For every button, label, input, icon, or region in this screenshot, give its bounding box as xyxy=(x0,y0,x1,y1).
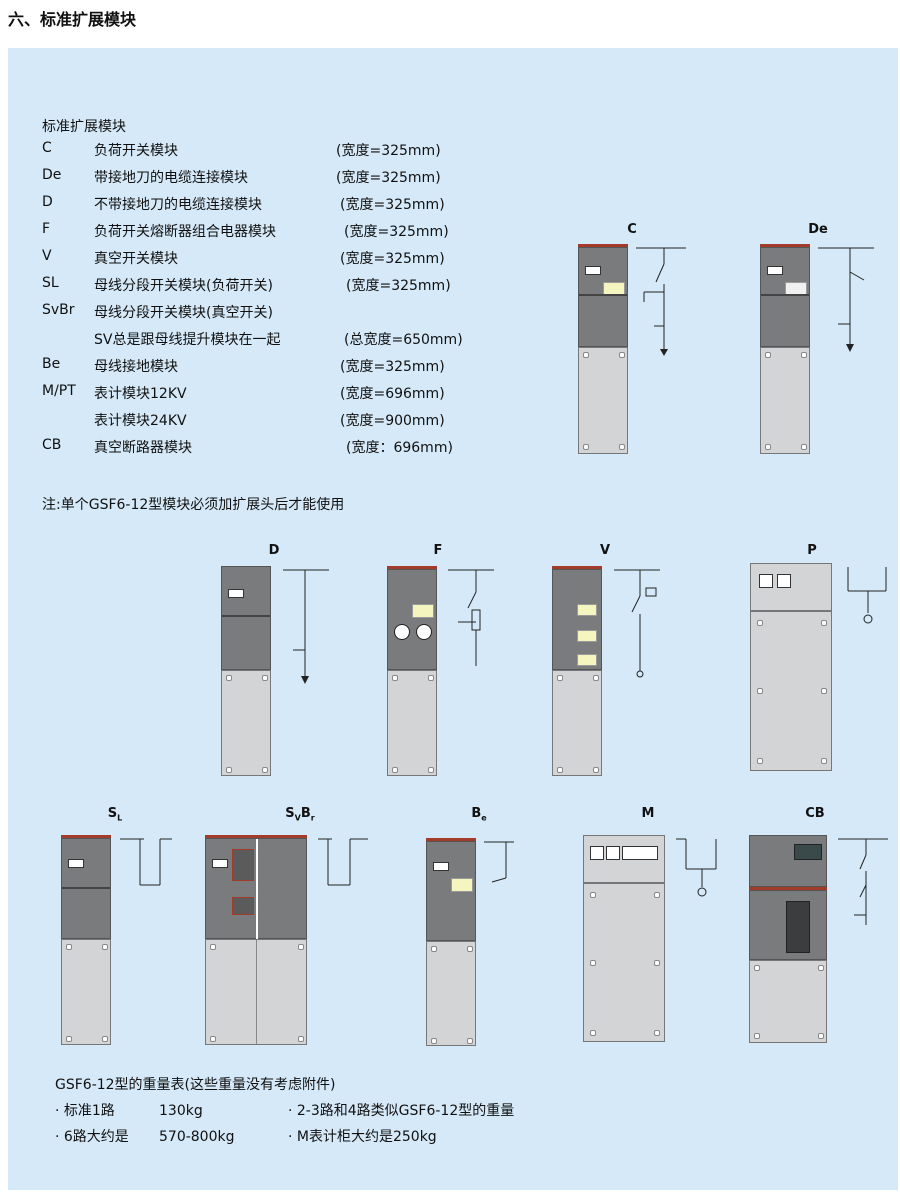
schematic-be xyxy=(484,841,514,883)
module-code: F xyxy=(42,221,51,237)
relay-display-icon xyxy=(794,844,822,860)
module-list-title-text: 标准扩展模块 xyxy=(42,119,126,135)
label-svbr-b: B xyxy=(300,806,311,821)
weight-item-4-label: · M表计柜大约是250kg xyxy=(288,1129,437,1145)
module-name: 母线分段开关模块(真空开关) xyxy=(94,305,273,321)
cabinet-m xyxy=(583,835,665,1042)
label-d: D xyxy=(268,543,280,558)
label-de: De xyxy=(808,222,828,237)
module-width: (宽度=696mm) xyxy=(340,386,445,402)
module-code: SL xyxy=(42,275,59,291)
label-v: V xyxy=(599,543,611,558)
label-sl-main: S xyxy=(107,806,118,821)
module-code: M/PT xyxy=(42,383,76,399)
label-sl: SL xyxy=(95,806,135,823)
label-c: C xyxy=(627,222,637,237)
label-be-main: B xyxy=(471,806,482,821)
module-width: (宽度=325mm) xyxy=(340,251,445,267)
weight-item-3-label: · 6路大约是 xyxy=(55,1129,129,1145)
module-width: (总宽度=650mm) xyxy=(344,332,463,348)
indicator-icon xyxy=(767,266,783,275)
weight-item-1-value: 130kg xyxy=(159,1103,203,1119)
cabinet-c xyxy=(578,244,628,454)
weight-title: GSF6-12型的重量表(这些重量没有考虑附件) xyxy=(55,1077,336,1093)
module-code: Be xyxy=(42,356,61,372)
fuse-icon xyxy=(394,624,410,640)
indicator-icon xyxy=(585,266,601,275)
cabinet-p xyxy=(750,563,832,771)
usage-note: 注:单个GSF6-12型模块必须加扩展头后才能使用 xyxy=(42,497,345,513)
module-name: 真空断路器模块 xyxy=(94,440,192,456)
module-list-title: 标准扩展模块 xyxy=(42,114,126,141)
label-svbr-v: V xyxy=(294,813,301,823)
cabinet-d xyxy=(221,566,271,776)
section-heading: 六、标准扩展模块 xyxy=(8,10,137,29)
module-code: SvBr xyxy=(42,302,75,318)
module-code: V xyxy=(42,248,52,264)
module-width: (宽度=325mm) xyxy=(346,278,451,294)
module-name: 真空开关模块 xyxy=(94,251,178,267)
schematic-m xyxy=(676,838,717,897)
label-be-sub: e xyxy=(481,813,487,823)
cabinet-be xyxy=(426,838,476,1046)
cabinet-sl xyxy=(61,835,111,1045)
label-m: M xyxy=(641,806,655,821)
module-name: 带接地刀的电缆连接模块 xyxy=(94,170,248,186)
label-be: Be xyxy=(459,806,499,823)
schematic-v xyxy=(614,569,660,678)
schematic-de xyxy=(818,247,874,352)
module-width: (宽度=325mm) xyxy=(344,224,449,240)
label-cb: CB xyxy=(805,806,825,821)
module-width: (宽度=325mm) xyxy=(340,359,445,375)
cabinet-cb xyxy=(749,835,827,1043)
label-p: P xyxy=(807,543,817,558)
cabinet-svbr xyxy=(205,835,307,1045)
module-name: 表计模块24KV xyxy=(94,413,187,429)
module-width: (宽度：696mm) xyxy=(346,440,453,456)
module-name: 负荷开关模块 xyxy=(94,143,178,159)
module-code: De xyxy=(42,167,62,183)
weight-item-2-label: · 2-3路和4路类似GSF6-12型的重量 xyxy=(288,1103,515,1119)
weight-item-1-label: · 标准1路 xyxy=(55,1103,115,1119)
cabinet-de xyxy=(760,244,810,454)
schematic-p xyxy=(847,567,887,624)
module-name: 不带接地刀的电缆连接模块 xyxy=(94,197,262,213)
label-svbr-s: S xyxy=(285,806,295,821)
module-name: 母线分段开关模块(负荷开关) xyxy=(94,278,273,294)
module-code: D xyxy=(42,194,53,210)
module-name: SV总是跟母线提升模块在一起 xyxy=(94,332,281,348)
module-width: (宽度=325mm) xyxy=(336,170,441,186)
module-name: 负荷开关熔断器组合电器模块 xyxy=(94,224,276,240)
label-f: F xyxy=(433,543,443,558)
schematic-cb xyxy=(838,838,888,925)
module-code: CB xyxy=(42,437,62,453)
module-width: (宽度=325mm) xyxy=(336,143,441,159)
schematic-d xyxy=(283,569,329,684)
module-name: 母线接地模块 xyxy=(94,359,178,375)
label-sl-sub: L xyxy=(117,813,123,823)
schematic-c xyxy=(636,247,686,356)
label-svbr: SVBr xyxy=(275,806,325,823)
fuse-icon xyxy=(416,624,432,640)
module-code: C xyxy=(42,140,52,156)
module-width: (宽度=325mm) xyxy=(340,197,445,213)
weight-item-3-value: 570-800kg xyxy=(159,1129,235,1145)
module-name: 表计模块12KV xyxy=(94,386,187,402)
cabinet-f xyxy=(387,566,437,776)
module-width: (宽度=900mm) xyxy=(340,413,445,429)
schematic-sl xyxy=(120,838,172,886)
schematic-f xyxy=(448,569,494,666)
schematic-svbr xyxy=(318,838,368,886)
label-svbr-r: r xyxy=(310,813,315,823)
breaker-icon xyxy=(786,901,810,953)
cabinet-v xyxy=(552,566,602,776)
